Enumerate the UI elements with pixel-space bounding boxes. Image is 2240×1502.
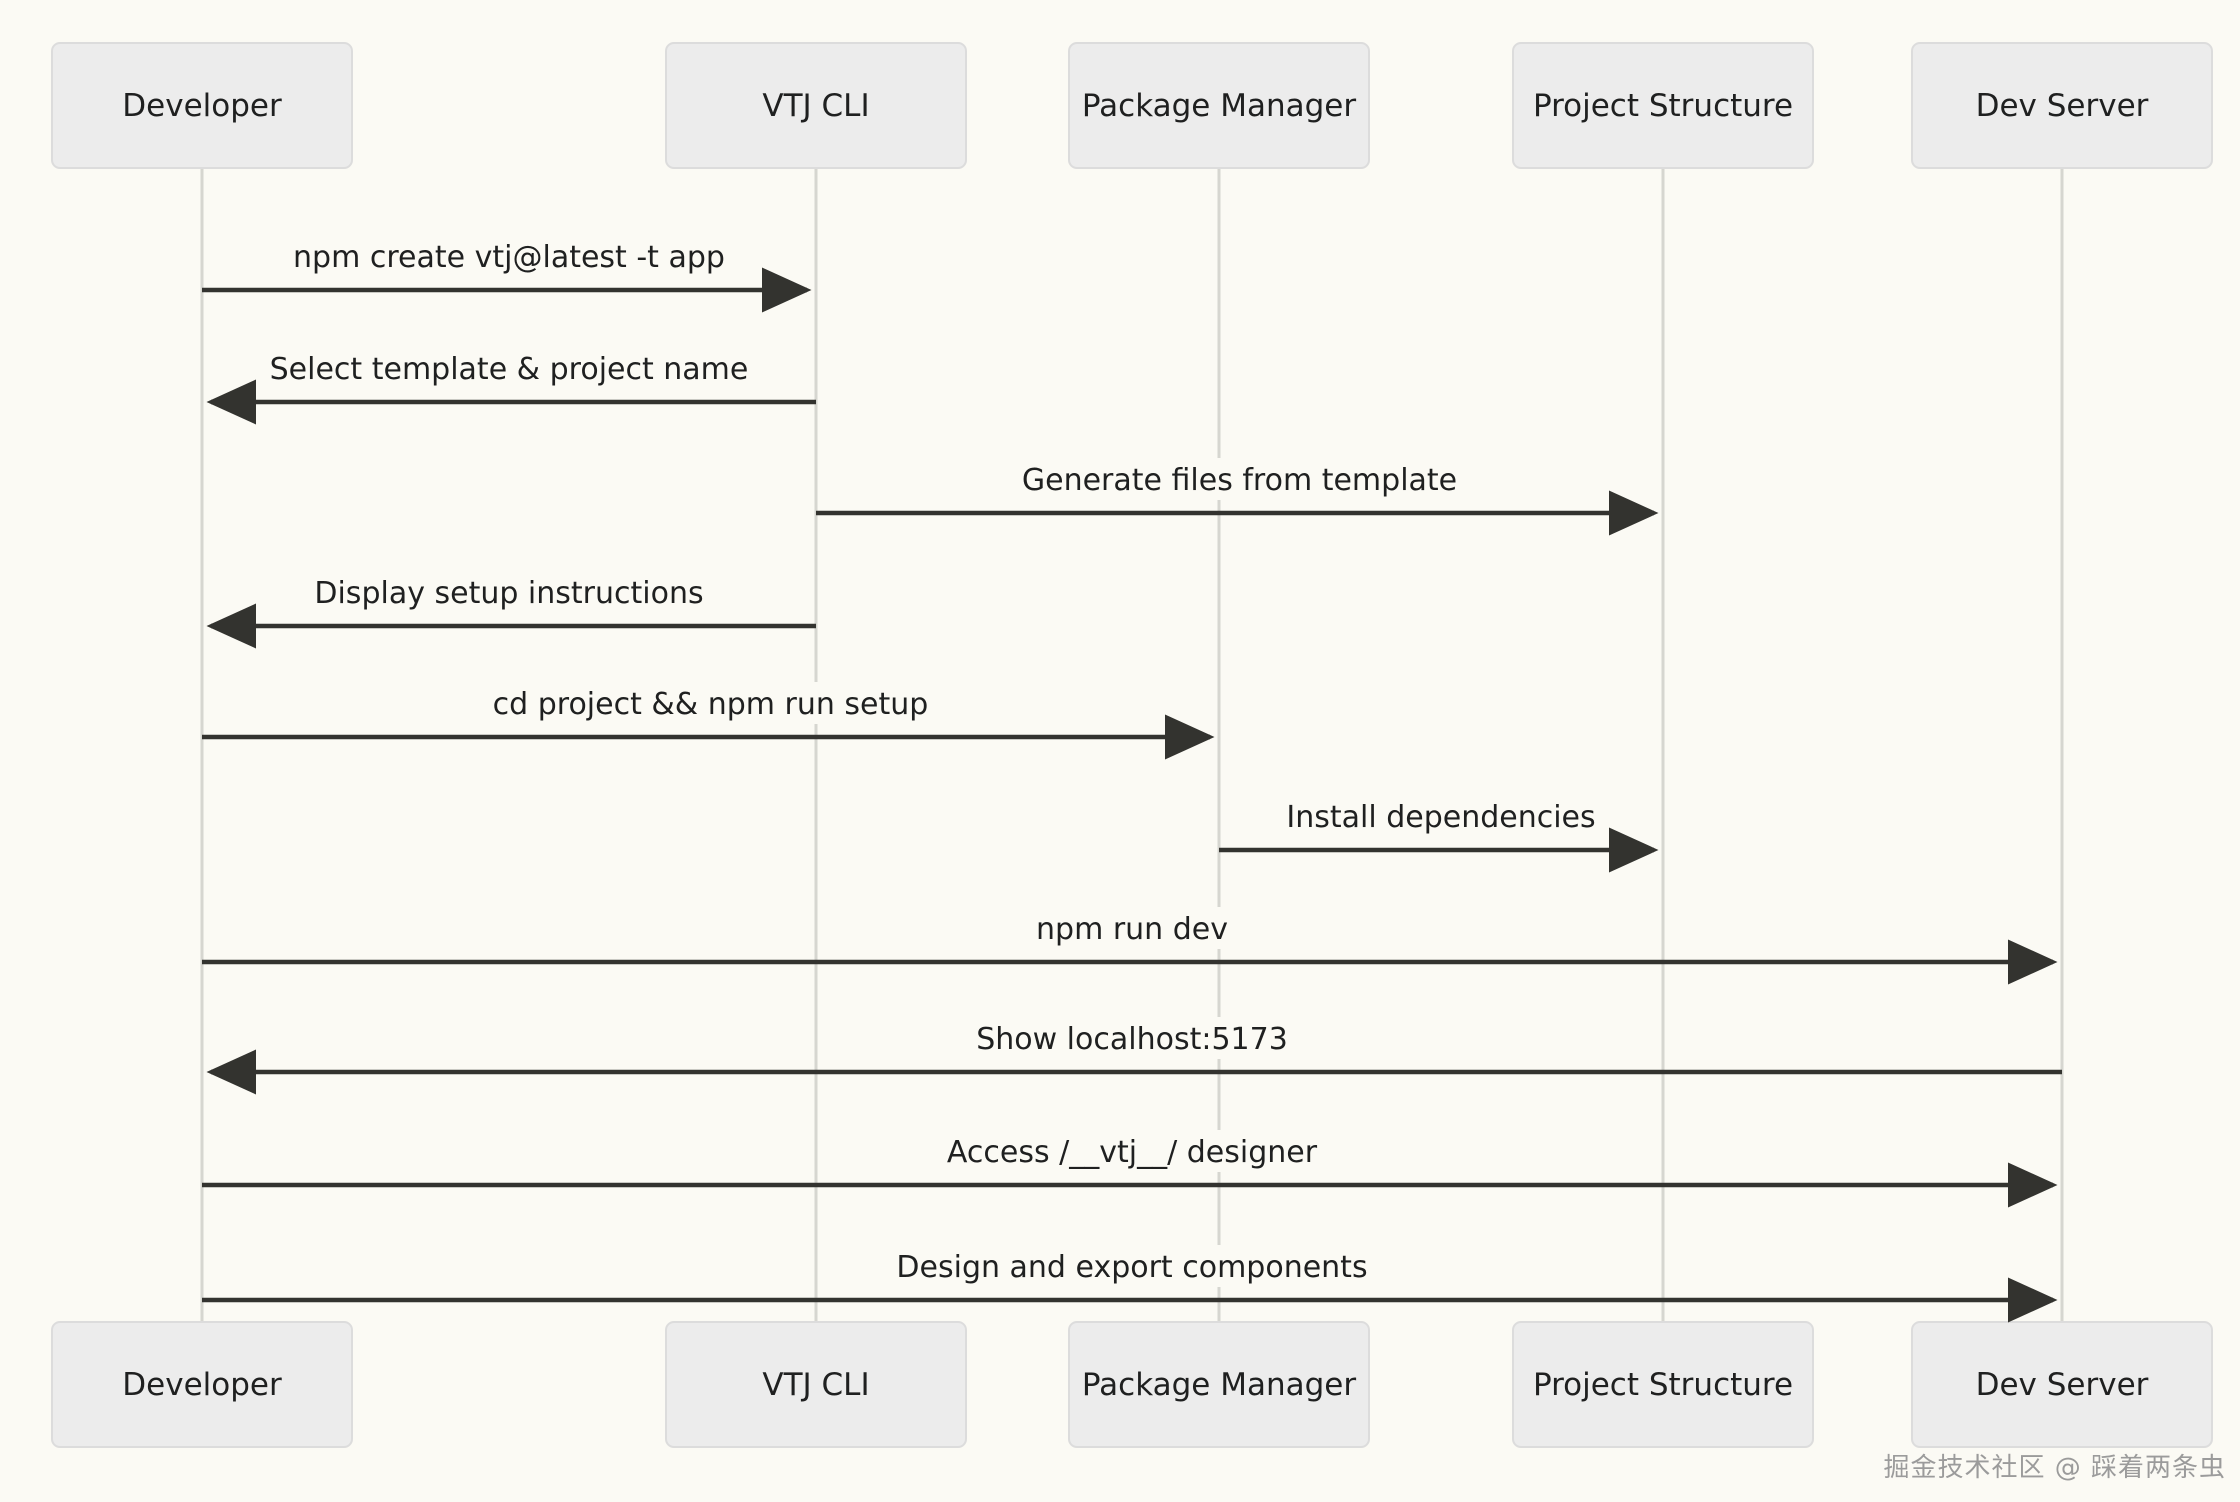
participant-box <box>665 42 967 169</box>
message-label: Install dependencies <box>1286 800 1595 835</box>
message-1-developer-to-vtj-cli[interactable]: npm create vtj@latest -t app <box>202 235 812 313</box>
participant-developer-top[interactable]: Developer <box>51 42 353 169</box>
participant-label: Developer <box>122 1367 282 1403</box>
message-label-backdrop <box>306 571 712 613</box>
watermark-text: 掘金技术社区 @ 踩着两条虫 <box>1883 1453 2226 1483</box>
message-4-vtj-cli-to-developer[interactable]: Display setup instructions <box>206 571 816 649</box>
message-label: Show localhost:5173 <box>976 1022 1288 1057</box>
message-label: Generate files from template <box>1022 463 1457 498</box>
message-label-backdrop <box>500 682 921 724</box>
participant-project-structure-bottom[interactable]: Project Structure <box>1512 1321 1814 1448</box>
message-label-backdrop <box>1041 907 1223 949</box>
participant-label: Developer <box>122 88 282 124</box>
message-5-developer-to-package-manager[interactable]: cd project && npm run setup <box>202 682 1215 760</box>
message-label-backdrop <box>291 235 727 277</box>
message-8-dev-server-to-developer[interactable]: Show localhost:5173 <box>206 1017 2062 1095</box>
participant-box <box>1911 1321 2213 1448</box>
message-7-developer-to-dev-server[interactable]: npm run dev <box>202 907 2058 985</box>
message-2-vtj-cli-to-developer[interactable]: Select template & project name <box>206 347 816 425</box>
message-10-developer-to-dev-server[interactable]: Design and export components <box>202 1245 2058 1323</box>
participant-dev-server-bottom[interactable]: Dev Server <box>1911 1321 2213 1448</box>
message-label-backdrop <box>1283 795 1599 837</box>
participant-vtj-cli-top[interactable]: VTJ CLI <box>665 42 967 169</box>
participant-dev-server-top[interactable]: Dev Server <box>1911 42 2213 169</box>
participant-label: VTJ CLI <box>762 88 869 124</box>
participant-box <box>1512 1321 1814 1448</box>
participant-box <box>665 1321 967 1448</box>
participant-label: Package Manager <box>1082 88 1356 124</box>
message-label: npm create vtj@latest -t app <box>293 240 725 275</box>
participant-label: Project Structure <box>1533 1367 1793 1403</box>
participant-vtj-cli-bottom[interactable]: VTJ CLI <box>665 1321 967 1448</box>
message-label: cd project && npm run setup <box>493 687 929 722</box>
participant-label: Project Structure <box>1533 88 1793 124</box>
participant-label: VTJ CLI <box>762 1367 869 1403</box>
message-label: Access /__vtj__/ designer <box>947 1135 1318 1170</box>
participant-package-manager-bottom[interactable]: Package Manager <box>1068 1321 1370 1448</box>
message-label: Select template & project name <box>270 352 749 387</box>
participant-project-structure-top[interactable]: Project Structure <box>1512 42 1814 169</box>
message-label-backdrop <box>936 1130 1328 1172</box>
actors-top-layer: Developer VTJ CLI Package Manager Project S… <box>51 42 2213 169</box>
participant-label: Dev Server <box>1976 88 2149 124</box>
participant-label: Package Manager <box>1082 1367 1356 1403</box>
message-label: Display setup instructions <box>314 576 703 611</box>
participant-box <box>1512 42 1814 169</box>
participant-box <box>51 1321 353 1448</box>
participant-box <box>1911 42 2213 169</box>
message-label-backdrop <box>1021 458 1458 500</box>
message-label: npm run dev <box>1036 912 1228 947</box>
participant-developer-bottom[interactable]: Developer <box>51 1321 353 1448</box>
participant-label: Dev Server <box>1976 1367 2149 1403</box>
message-label-backdrop <box>914 1245 1350 1287</box>
lifelines-layer <box>200 168 2064 1322</box>
message-label-backdrop <box>981 1017 1283 1059</box>
participant-box <box>1068 42 1370 169</box>
message-label-backdrop <box>276 347 742 389</box>
message-3-vtj-cli-to-project-structure[interactable]: Generate files from template <box>816 458 1659 536</box>
message-9-developer-to-dev-server[interactable]: Access /__vtj__/ designer <box>202 1130 2058 1208</box>
participant-package-manager-top[interactable]: Package Manager <box>1068 42 1370 169</box>
participant-box <box>1068 1321 1370 1448</box>
message-6-package-manager-to-project-structure[interactable]: Install dependencies <box>1219 795 1659 873</box>
participant-box <box>51 42 353 169</box>
message-label: Design and export components <box>896 1250 1367 1285</box>
actors-bottom-layer: Developer VTJ CLI Package Manager Project S… <box>51 1321 2213 1448</box>
